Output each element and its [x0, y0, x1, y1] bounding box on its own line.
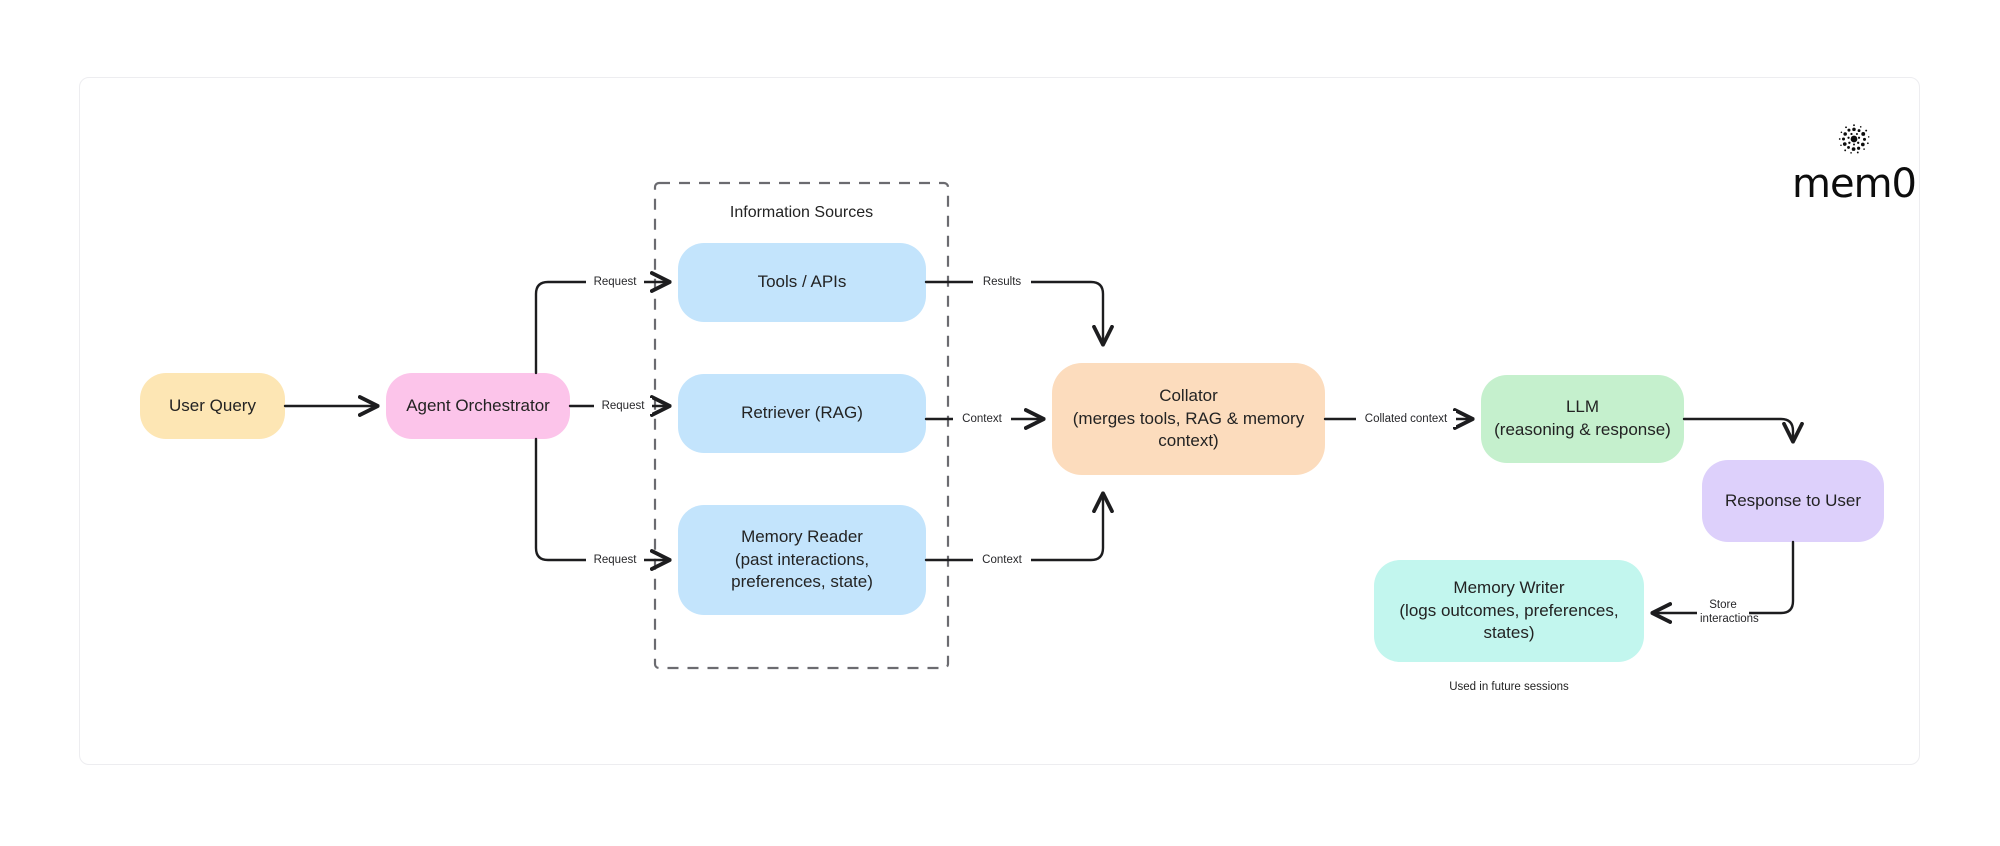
edge-label-request-retriever: Request [594, 398, 652, 415]
mem0-dotted-sphere-icon [1838, 124, 1870, 154]
edge-llm-to-response [1682, 417, 1793, 440]
edge-tools-to-collator [924, 280, 1103, 343]
edge-label-collated-context: Collated context [1356, 411, 1456, 428]
node-agent-orchestrator[interactable] [386, 373, 570, 439]
node-retriever-rag[interactable] [678, 374, 926, 453]
node-memory-writer[interactable] [1374, 560, 1644, 662]
edge-orchestrator-to-memory-reader [534, 437, 668, 560]
edge-label-request-tools: Request [586, 274, 644, 291]
node-llm[interactable] [1481, 375, 1684, 463]
edge-memory-reader-to-collator [924, 495, 1103, 562]
edge-label-results: Results [973, 274, 1031, 291]
edge-label-context-memory-reader: Context [973, 552, 1031, 569]
brand-wordmark: mem0 [1792, 161, 1917, 207]
edge-label-store-interactions: Store interactions [1697, 598, 1759, 628]
edge-label-context-retriever: Context [953, 411, 1011, 428]
edge-orchestrator-to-tools [534, 282, 668, 375]
brand-logo: mem0 [1784, 118, 1924, 204]
node-user-query[interactable] [140, 373, 285, 439]
node-tools-apis[interactable] [678, 243, 926, 322]
node-response-to-user[interactable] [1702, 460, 1884, 542]
edge-response-to-memory-writer [1654, 540, 1795, 613]
note-used-in-future-sessions: Used in future sessions [1449, 681, 1569, 693]
node-memory-reader[interactable] [678, 505, 926, 615]
group-title-information-sources: Information Sources [729, 204, 874, 221]
edge-label-request-memory-reader: Request [586, 552, 644, 569]
node-collator[interactable] [1052, 363, 1325, 475]
